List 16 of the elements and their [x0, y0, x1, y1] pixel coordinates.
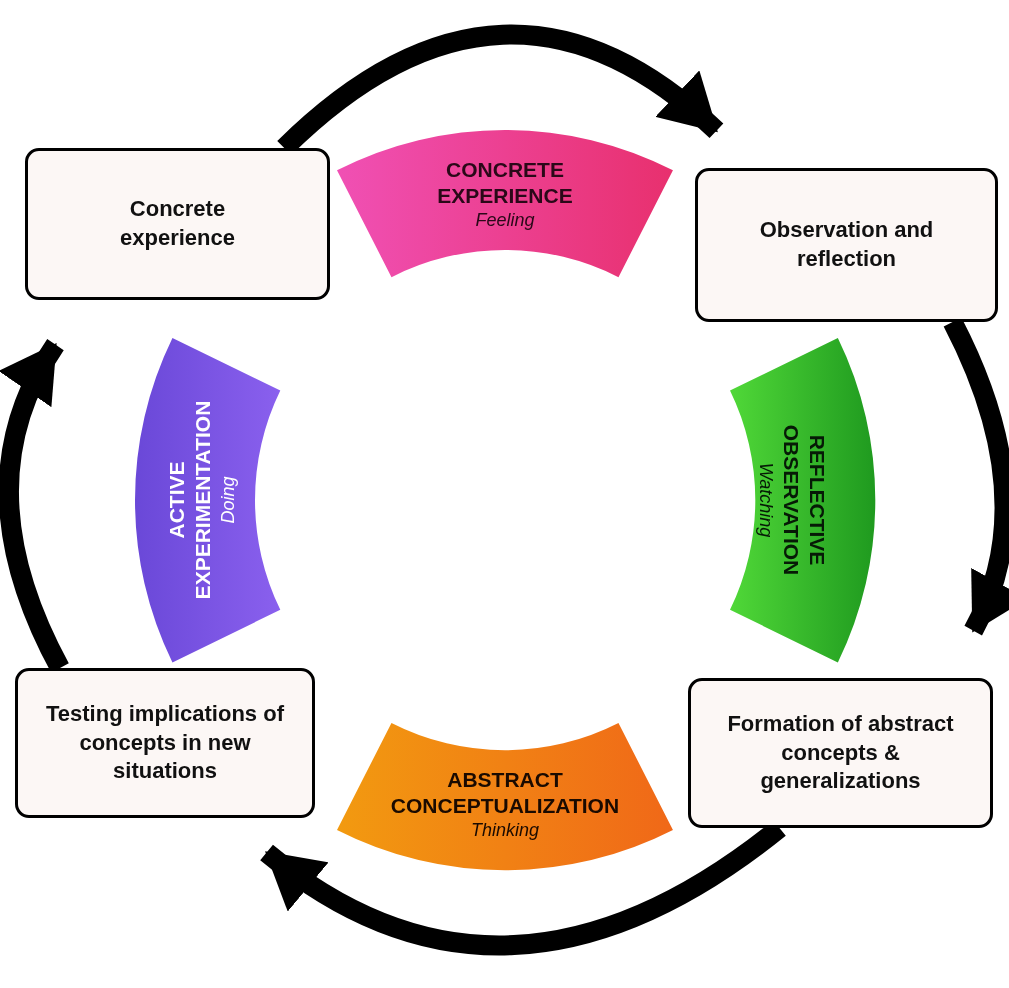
segment-title: REFLECTIVE OBSERVATION: [778, 423, 830, 578]
segment-subtitle: Doing: [216, 475, 239, 526]
segment-subtitle: Feeling: [474, 209, 536, 233]
segment-subtitle: Thinking: [469, 819, 540, 843]
segment-title: ACTIVE EXPERIMENTATION: [164, 399, 216, 602]
segment-subtitle: Watching: [755, 461, 778, 540]
segment-title: CONCRETE EXPERIENCE: [436, 157, 574, 210]
text-box: Testing implications of concepts in new situations: [15, 668, 315, 818]
ring-segment: [135, 337, 281, 663]
segment-title: ABSTRACT CONCEPTUALIZATION: [389, 767, 621, 820]
text-box: Observation and reflection: [695, 168, 998, 322]
text-box: Concrete experience: [25, 148, 330, 300]
ring-segment: [337, 130, 673, 278]
text-box: Formation of abstract concepts & generalizations: [688, 678, 993, 828]
ring-segment: [729, 337, 875, 663]
ring-segment: [337, 722, 673, 870]
